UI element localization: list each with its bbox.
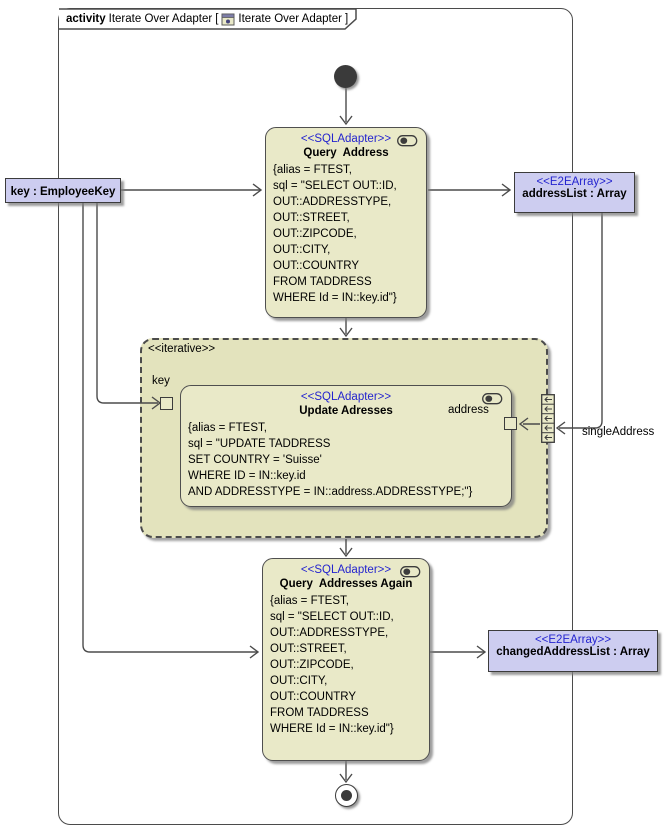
query-again-title: Query Addresses Again (279, 578, 413, 590)
behavior-toggle-icon (482, 393, 503, 405)
update-adresses-title: Update Adresses (299, 405, 393, 417)
parameter-key-employeekey[interactable]: key : EmployeeKey (5, 178, 121, 203)
edge-query-address-to-addresslist-arrowhead[interactable] (501, 183, 512, 197)
final-node-core (340, 789, 352, 801)
edge-addresslist-to-expansion-arrowhead[interactable] (555, 421, 566, 435)
query-address-body: {alias = FTEST, sql = "SELECT OUT::ID, O… (273, 164, 397, 304)
edge-query-again-to-final-arrowhead[interactable] (339, 773, 353, 784)
initial-node[interactable] (334, 65, 357, 88)
singleaddress-edge-label: singleAddress (582, 426, 655, 438)
input-pin-key[interactable] (160, 397, 173, 410)
changedaddresslist-stereotype: <<E2EArray>> (534, 634, 612, 646)
action-query-addresses-again[interactable]: <<SQLAdapter>> Query Addresses Again {al… (262, 558, 430, 761)
frame-title-shape (59, 8, 357, 30)
activity-diagram-icon (221, 13, 235, 25)
frame-diagram-name: Iterate Over Adapter (238, 13, 342, 25)
addresslist-label: addressList : Array (522, 188, 627, 200)
expansion-node-singleaddress[interactable] (541, 394, 555, 443)
edge-addresslist-to-expansion[interactable] (559, 213, 603, 429)
frame-name: Iterate Over Adapter (108, 13, 213, 25)
activity-final-node[interactable] (335, 784, 358, 807)
query-address-stereotype: <<SQLAdapter>> (300, 133, 392, 145)
action-query-address[interactable]: <<SQLAdapter>> Query Address {alias = FT… (265, 127, 427, 318)
edge-key-to-key-pin[interactable] (96, 203, 158, 404)
frame-keyword: activity (66, 13, 106, 25)
edge-query-again-to-changedaddresslist-arrowhead[interactable] (476, 645, 487, 659)
update-adresses-body: {alias = FTEST, sql = "UPDATE TADDRESS S… (188, 422, 473, 498)
query-address-title: Query Address (303, 147, 389, 159)
edge-expansion-to-address-pin-arrowhead[interactable] (518, 417, 529, 431)
frame-title: activity Iterate Over Adapter [ Iterate … (66, 11, 348, 27)
query-again-stereotype: <<SQLAdapter>> (300, 564, 392, 576)
edge-query-address-to-region-arrowhead[interactable] (339, 327, 353, 338)
parameter-addresslist[interactable]: <<E2EArray>> addressList : Array (514, 172, 635, 213)
region-stereotype: <<iterative>> (148, 343, 216, 355)
key-parameter-label: key : EmployeeKey (10, 186, 116, 198)
query-again-body: {alias = FTEST, sql = "SELECT OUT::ID, O… (270, 595, 394, 735)
input-pin-address[interactable] (504, 417, 517, 430)
frame-title-pentagon (59, 8, 357, 30)
addresslist-stereotype: <<E2EArray>> (536, 176, 613, 188)
edge-initial-to-query-address-arrowhead[interactable] (339, 115, 353, 126)
icon-glyph (226, 19, 231, 23)
frame-open-bracket: [ (215, 13, 219, 25)
edge-key-to-query-address-arrowhead[interactable] (252, 183, 263, 197)
parameter-changedaddresslist[interactable]: <<E2EArray>> changedAddressList : Array (488, 630, 658, 672)
expansion-segment-arrows (544, 396, 552, 441)
action-update-adresses[interactable]: <<SQLAdapter>> Update Adresses {alias = … (180, 385, 512, 507)
behavior-toggle-icon (400, 566, 421, 578)
behavior-toggle-icon (397, 135, 418, 147)
changedaddresslist-label: changedAddressList : Array (496, 646, 650, 658)
edge-key-to-query-again[interactable] (82, 203, 257, 653)
address-pin-label: address (448, 404, 489, 416)
key-pin-label: key (152, 375, 170, 387)
icon-header (222, 13, 235, 18)
update-adresses-stereotype: <<SQLAdapter>> (300, 391, 392, 403)
frame-close-bracket: ] (344, 13, 349, 25)
edge-key-to-query-again-arrowhead[interactable] (249, 645, 260, 659)
edge-region-to-query-again-arrowhead[interactable] (339, 547, 353, 558)
